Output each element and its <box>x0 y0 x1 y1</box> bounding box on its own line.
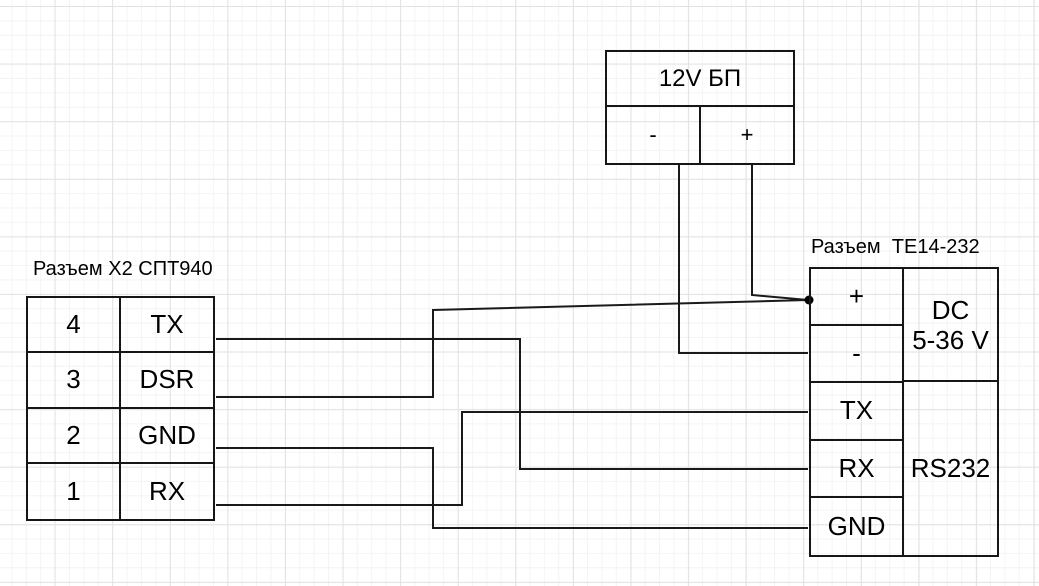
wire-gnd-to-te14-gnd <box>216 447 808 529</box>
pin-number-cell: 1 <box>28 463 121 519</box>
right-connector-label: Разъем ТЕ14-232 <box>811 236 980 258</box>
wire-dsr-to-te14-plus <box>216 299 809 398</box>
dc-label-line1: DC <box>931 294 970 325</box>
pin-number-cell: 4 <box>28 298 121 354</box>
te14-gnd-terminal: GND <box>827 510 886 541</box>
right-connector-table: + - TX RX GND DC 5-36 V RS232 <box>809 267 999 557</box>
power-supply-title: 12V БП <box>607 52 793 107</box>
left-connector-label: Разъем X2 СПТ940 <box>33 258 213 280</box>
right-connector-group-column: DC 5-36 V RS232 <box>904 269 997 555</box>
te14-plus-terminal: + <box>811 269 902 327</box>
te14-minus-terminal: - <box>811 326 902 384</box>
right-connector-pin-column: + - TX RX GND <box>811 269 904 555</box>
wire-rx-to-te14-tx <box>216 411 808 506</box>
wire-tx-to-te14-rx <box>216 338 808 470</box>
te14-tx-terminal: TX <box>811 383 902 441</box>
rs232-group-label: RS232 <box>910 453 991 483</box>
psu-minus-terminal: - <box>607 107 701 163</box>
pin-signal-cell: TX <box>121 298 213 354</box>
power-supply-terminals: - + <box>607 107 793 163</box>
dc-label-line2: 5-36 V <box>912 324 989 355</box>
left-connector-table: 4 TX 3 DSR 2 GND 1 RX <box>26 296 215 521</box>
wire-psu-plus-to-te14-plus <box>751 164 809 301</box>
dc-power-group-label: DC 5-36 V <box>904 269 997 382</box>
pin-signal-cell: GND <box>121 409 213 464</box>
wire-psu-minus-to-te14-minus <box>678 164 808 354</box>
pin-signal-cell: DSR <box>121 353 213 409</box>
pin-signal-cell: RX <box>148 475 186 506</box>
psu-plus-terminal: + <box>740 122 754 147</box>
power-supply-block: 12V БП - + <box>605 50 795 165</box>
pin-number-cell: 2 <box>28 408 121 464</box>
te14-rx-terminal: RX <box>811 441 902 498</box>
pin-number-cell: 3 <box>28 353 121 409</box>
